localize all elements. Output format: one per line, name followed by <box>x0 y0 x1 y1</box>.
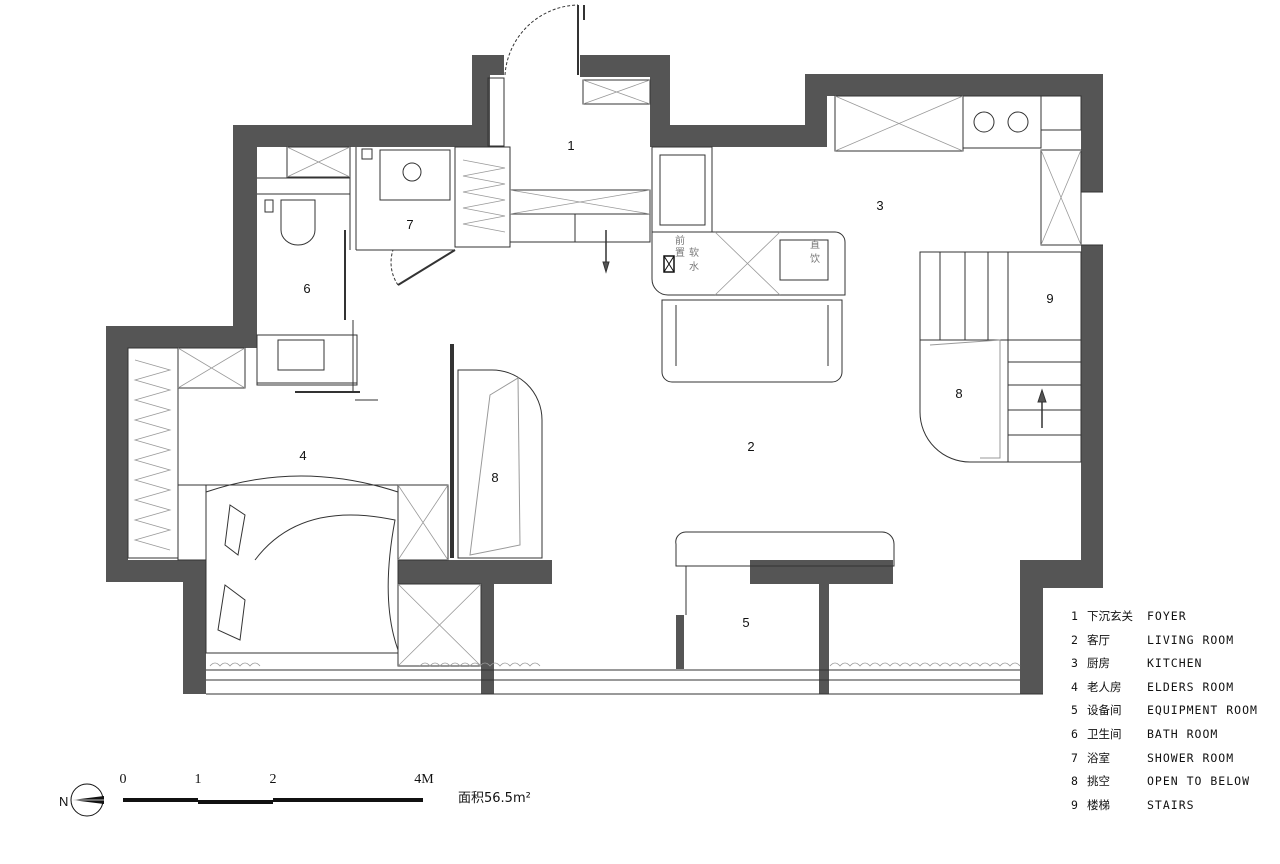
wall <box>1020 560 1043 694</box>
wall <box>805 74 1103 96</box>
wall <box>1081 245 1103 588</box>
wall <box>233 125 257 327</box>
softener-label-a: 软 <box>689 246 699 259</box>
room-number-elders: 4 <box>299 448 306 463</box>
wall <box>398 560 552 584</box>
room-number-bath: 6 <box>303 281 310 296</box>
interior-lines <box>127 4 1103 695</box>
area-label: 面积56.5m² <box>458 791 531 806</box>
filter-label-a: 前 <box>675 234 685 247</box>
room-number-void-left: 8 <box>491 470 498 485</box>
wall <box>183 560 206 694</box>
water-equipment-icon <box>663 255 675 273</box>
wall <box>106 560 206 582</box>
drinking-label-b: 饮 <box>810 252 820 265</box>
room-number-stairs: 9 <box>1046 291 1053 306</box>
scale-label-2: 2 <box>270 772 277 787</box>
drinking-label-a: 直 <box>810 238 820 251</box>
scale-label-4m: 4M <box>414 772 434 787</box>
cabinet-marks <box>177 79 1082 667</box>
wall <box>750 560 893 584</box>
scale-label-1: 1 <box>195 772 202 787</box>
filter-label-b: 置 <box>675 247 685 259</box>
water-equipment-cross-icon <box>663 255 675 273</box>
scale-bar: 0 1 2 4M <box>120 772 434 804</box>
north-arrow: N <box>59 783 104 817</box>
room-number-shower: 7 <box>406 217 413 232</box>
room-number-equipment: 5 <box>742 615 749 630</box>
room-number-kitchen: 3 <box>876 198 883 213</box>
wall <box>481 584 494 694</box>
wall <box>472 55 504 75</box>
wall <box>106 326 257 348</box>
wall <box>650 55 670 147</box>
walls <box>106 55 1103 694</box>
room-number-void-right: 8 <box>955 386 962 401</box>
room-number-living: 2 <box>747 439 754 454</box>
wall <box>650 125 826 147</box>
wall <box>676 615 684 669</box>
wall <box>1081 74 1103 192</box>
wall <box>233 125 490 147</box>
wall <box>819 584 829 694</box>
wall <box>472 55 490 145</box>
room-number-foyer: 1 <box>567 138 574 153</box>
closet-hangers <box>133 159 1021 667</box>
north-label: N <box>59 794 68 809</box>
wall <box>580 55 670 77</box>
scale-label-0: 0 <box>120 772 127 787</box>
wall <box>106 326 128 582</box>
softener-label-b: 水 <box>689 261 699 273</box>
